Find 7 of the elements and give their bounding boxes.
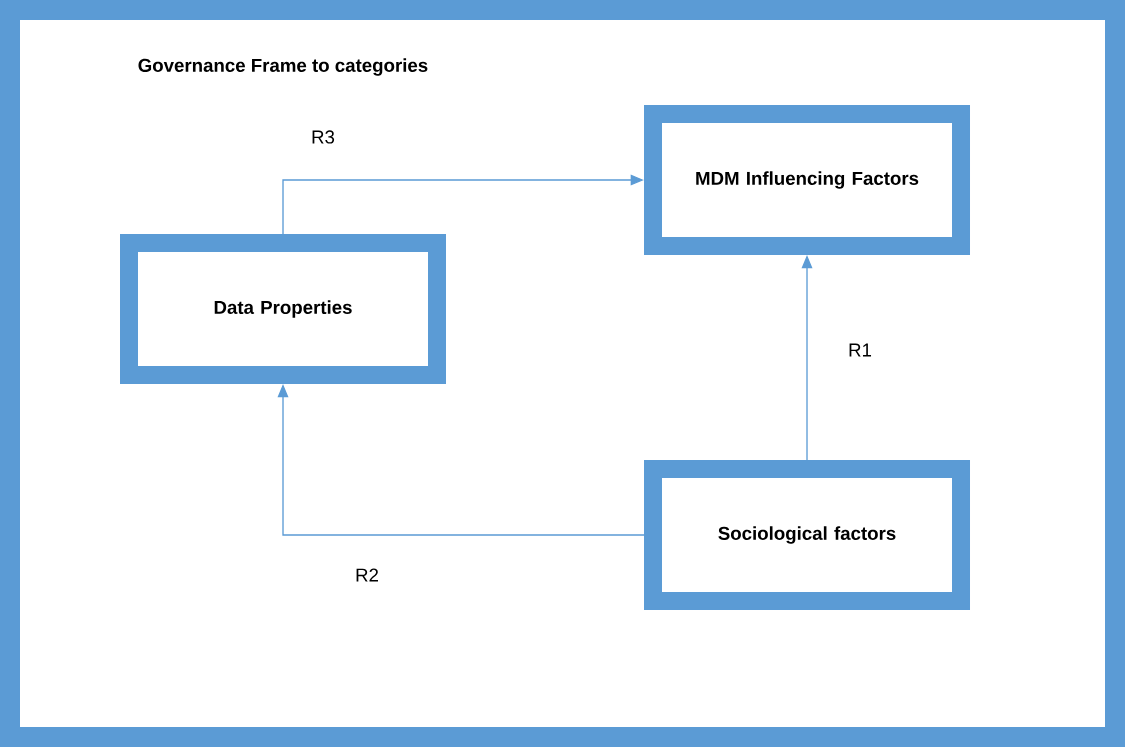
title: Governance Frame to categories: [138, 58, 428, 76]
edge-label: R1: [845, 340, 875, 360]
edge-label: R2: [352, 565, 382, 585]
factor-box: MDM Influencing Factors: [644, 105, 970, 255]
factor-box: Sociological factors: [644, 460, 970, 610]
factor-box: Data Properties: [120, 234, 446, 384]
edge-label: R3: [308, 127, 338, 147]
